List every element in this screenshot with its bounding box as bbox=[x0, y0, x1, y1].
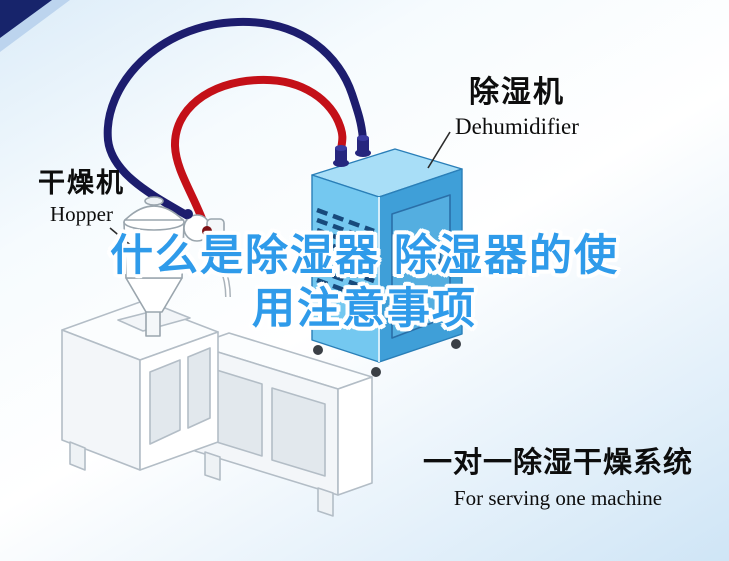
page-title-line2: 用注意事项 bbox=[252, 285, 477, 333]
hopper-label-en: Hopper bbox=[50, 202, 113, 227]
dehumidifier-label-zh: 除湿机 bbox=[468, 76, 565, 109]
machine-door bbox=[271, 387, 326, 477]
hopper-label: 干燥机 Hopper bbox=[38, 168, 125, 226]
system-caption: 一对一除湿干燥系统 For serving one machine bbox=[422, 447, 693, 510]
dehumidifier-label-en: Dehumidifier bbox=[455, 113, 579, 139]
navy-hose bbox=[103, 17, 367, 220]
dehumidifier-illustration bbox=[311, 135, 463, 377]
hopper-pointer-line bbox=[109, 227, 135, 249]
corner-triangle bbox=[0, 0, 70, 52]
extruder-illustration bbox=[61, 301, 373, 517]
dehumidifier-label: 除湿机 Dehumidifier bbox=[455, 76, 579, 140]
wheels bbox=[313, 339, 461, 377]
hose-ports bbox=[333, 135, 371, 167]
machine-door bbox=[187, 347, 211, 429]
dehumidifier-pointer-line bbox=[427, 131, 451, 169]
hoses bbox=[103, 17, 367, 236]
page-title-line1: 什么是除湿器 除湿器的使 bbox=[110, 232, 619, 280]
machine-door bbox=[149, 359, 181, 445]
dehumidifier-door bbox=[391, 194, 451, 339]
hopper-illustration bbox=[123, 196, 231, 337]
vent-grille bbox=[316, 207, 375, 304]
page-title: 什么是除湿器 除湿器的使 用注意事项 bbox=[0, 230, 729, 336]
hopper-label-zh: 干燥机 bbox=[38, 168, 125, 198]
system-caption-zh: 一对一除湿干燥系统 bbox=[422, 447, 693, 479]
label-pointer-lines bbox=[109, 131, 451, 249]
system-caption-en: For serving one machine bbox=[453, 485, 663, 510]
red-hose bbox=[170, 75, 347, 236]
